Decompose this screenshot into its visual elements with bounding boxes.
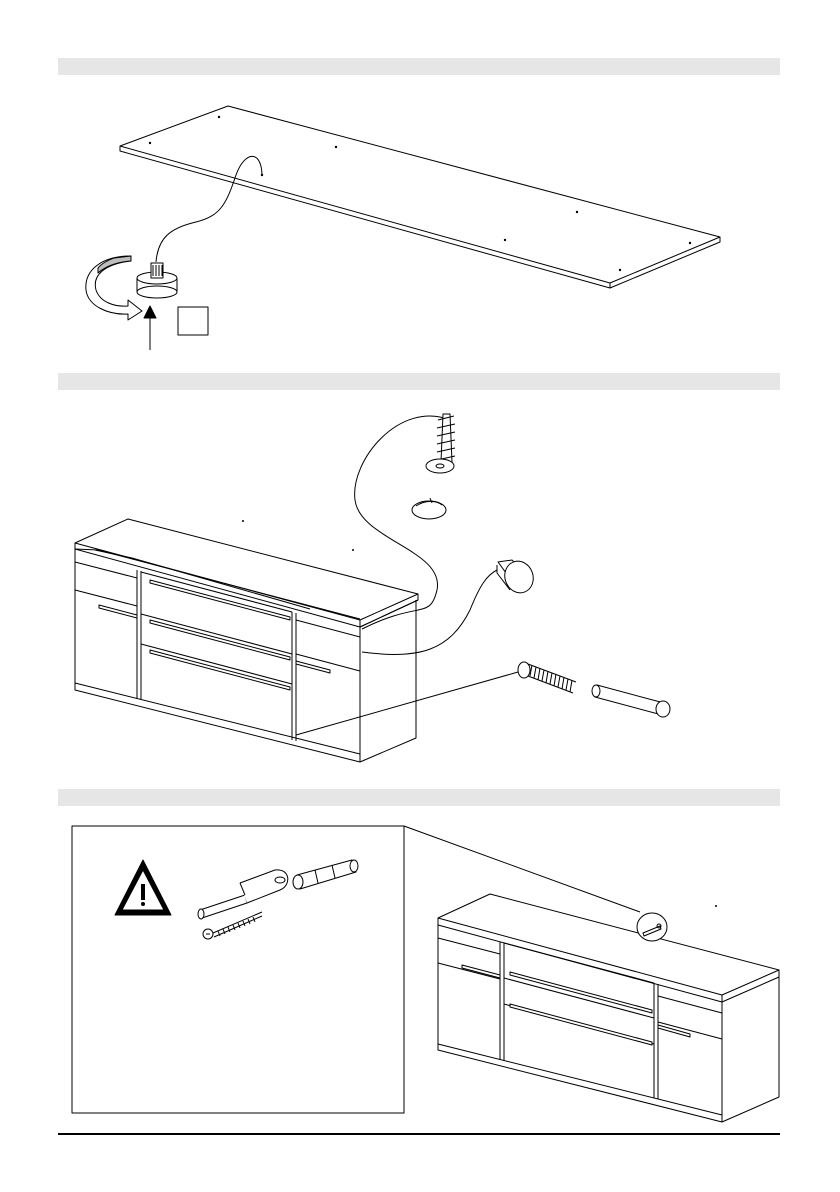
leader-line-dowel [296, 672, 518, 735]
step-1-illustration [86, 106, 720, 350]
connector-screw [412, 414, 455, 519]
detail-magnifier [637, 913, 667, 941]
rotate-arrow-icon [86, 256, 142, 320]
step-2-illustration [75, 414, 670, 762]
leveling-foot [137, 263, 177, 298]
bolt-screw [518, 662, 576, 693]
quantity-box [178, 307, 208, 335]
bottom-panel [120, 106, 720, 288]
sideboard-cabinet-step3 [438, 894, 779, 1122]
push-arrow-icon [144, 306, 156, 350]
dowel-pin [592, 685, 670, 717]
cover-cap [497, 557, 538, 597]
sideboard-cabinet [75, 519, 418, 762]
footer-rule [58, 1133, 780, 1135]
step-3-illustration [72, 826, 779, 1122]
leader-line-cap [362, 570, 497, 655]
